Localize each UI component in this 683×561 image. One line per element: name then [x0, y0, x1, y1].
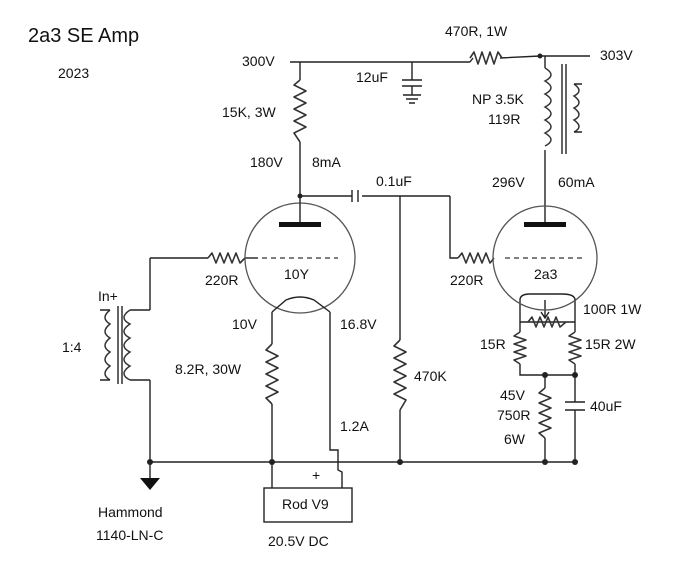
- label-20.5v-dc: 20.5V DC: [268, 533, 329, 549]
- tube-2a3: [492, 205, 598, 311]
- label-16.8v: 16.8V: [340, 316, 377, 332]
- label-6w: 6W: [504, 431, 526, 447]
- resistor-470k: [393, 339, 407, 411]
- grounds: [140, 94, 421, 490]
- resistor-750r: [538, 387, 552, 439]
- label-8.2r-30w: 8.2R, 30W: [175, 361, 242, 377]
- junction-dots: [147, 53, 578, 465]
- label-750r: 750R: [497, 407, 530, 423]
- cap-40uf: [565, 401, 585, 411]
- title: 2a3 SE Amp: [28, 25, 139, 47]
- resistor-100r-pot: [527, 316, 567, 328]
- label-119r: 119R: [488, 111, 520, 127]
- label-10v: 10V: [232, 316, 258, 332]
- label-ratio: 1:4: [62, 339, 82, 355]
- cap-12uf: [402, 79, 422, 87]
- ground-symbol-main: [140, 478, 160, 490]
- label-470k: 470K: [414, 368, 447, 384]
- tube-10y: [244, 196, 356, 314]
- label-220r-b: 220R: [450, 272, 483, 288]
- label-hammond: Hammond: [98, 504, 163, 520]
- label-np-3.5k: NP 3.5K: [472, 91, 525, 107]
- resistor-220r-a: [207, 252, 246, 264]
- label-12uf: 12uF: [356, 69, 388, 85]
- resistors: [207, 51, 582, 439]
- output-transformer: [543, 64, 582, 154]
- label-8ma: 8mA: [312, 154, 341, 170]
- label-40uf: 40uF: [590, 398, 622, 414]
- pot-wiper: [540, 300, 550, 320]
- label-220r-a: 220R: [205, 272, 238, 288]
- resistor-15r-2w: [568, 331, 582, 365]
- resistor-220r-b: [457, 252, 495, 264]
- label-300v: 300V: [242, 53, 275, 69]
- label-plus: +: [312, 467, 320, 483]
- wires: [130, 55, 590, 488]
- cap-01uf: [351, 190, 359, 202]
- labels: 2a3 SE Amp 2023 300V 470R, 1W 303V 12uF …: [28, 23, 642, 549]
- capacitors: [351, 79, 585, 411]
- regulator-label: Rod V9: [282, 496, 329, 512]
- label-15r: 15R: [480, 336, 506, 352]
- label-1.2a: 1.2A: [340, 418, 369, 434]
- label-303v: 303V: [600, 47, 633, 63]
- label-45v: 45V: [500, 387, 526, 403]
- label-60ma: 60mA: [558, 174, 595, 190]
- label-100r-1w: 100R 1W: [583, 301, 642, 317]
- resistor-15r: [513, 331, 527, 365]
- year: 2023: [58, 65, 89, 81]
- label-296v: 296V: [492, 174, 525, 190]
- ground-symbol-cap: [403, 94, 421, 104]
- resistor-470r: [469, 51, 503, 65]
- label-in-plus: In+: [98, 288, 118, 304]
- regulator-box: [263, 487, 353, 523]
- input-transformer: [100, 306, 132, 384]
- label-0.1uf: 0.1uF: [376, 173, 412, 189]
- resistor-8r2: [265, 343, 279, 405]
- label-15k-3w: 15K, 3W: [222, 104, 276, 120]
- resistor-15k: [293, 79, 307, 143]
- label-180v: 180V: [250, 154, 283, 170]
- label-1140-ln-c: 1140-LN-C: [96, 527, 163, 543]
- label-tube-2a3: 2a3: [534, 266, 558, 282]
- label-470r-1w: 470R, 1W: [445, 23, 508, 39]
- label-tube-10y: 10Y: [284, 266, 310, 282]
- label-15r-2w: 15R 2W: [585, 336, 636, 352]
